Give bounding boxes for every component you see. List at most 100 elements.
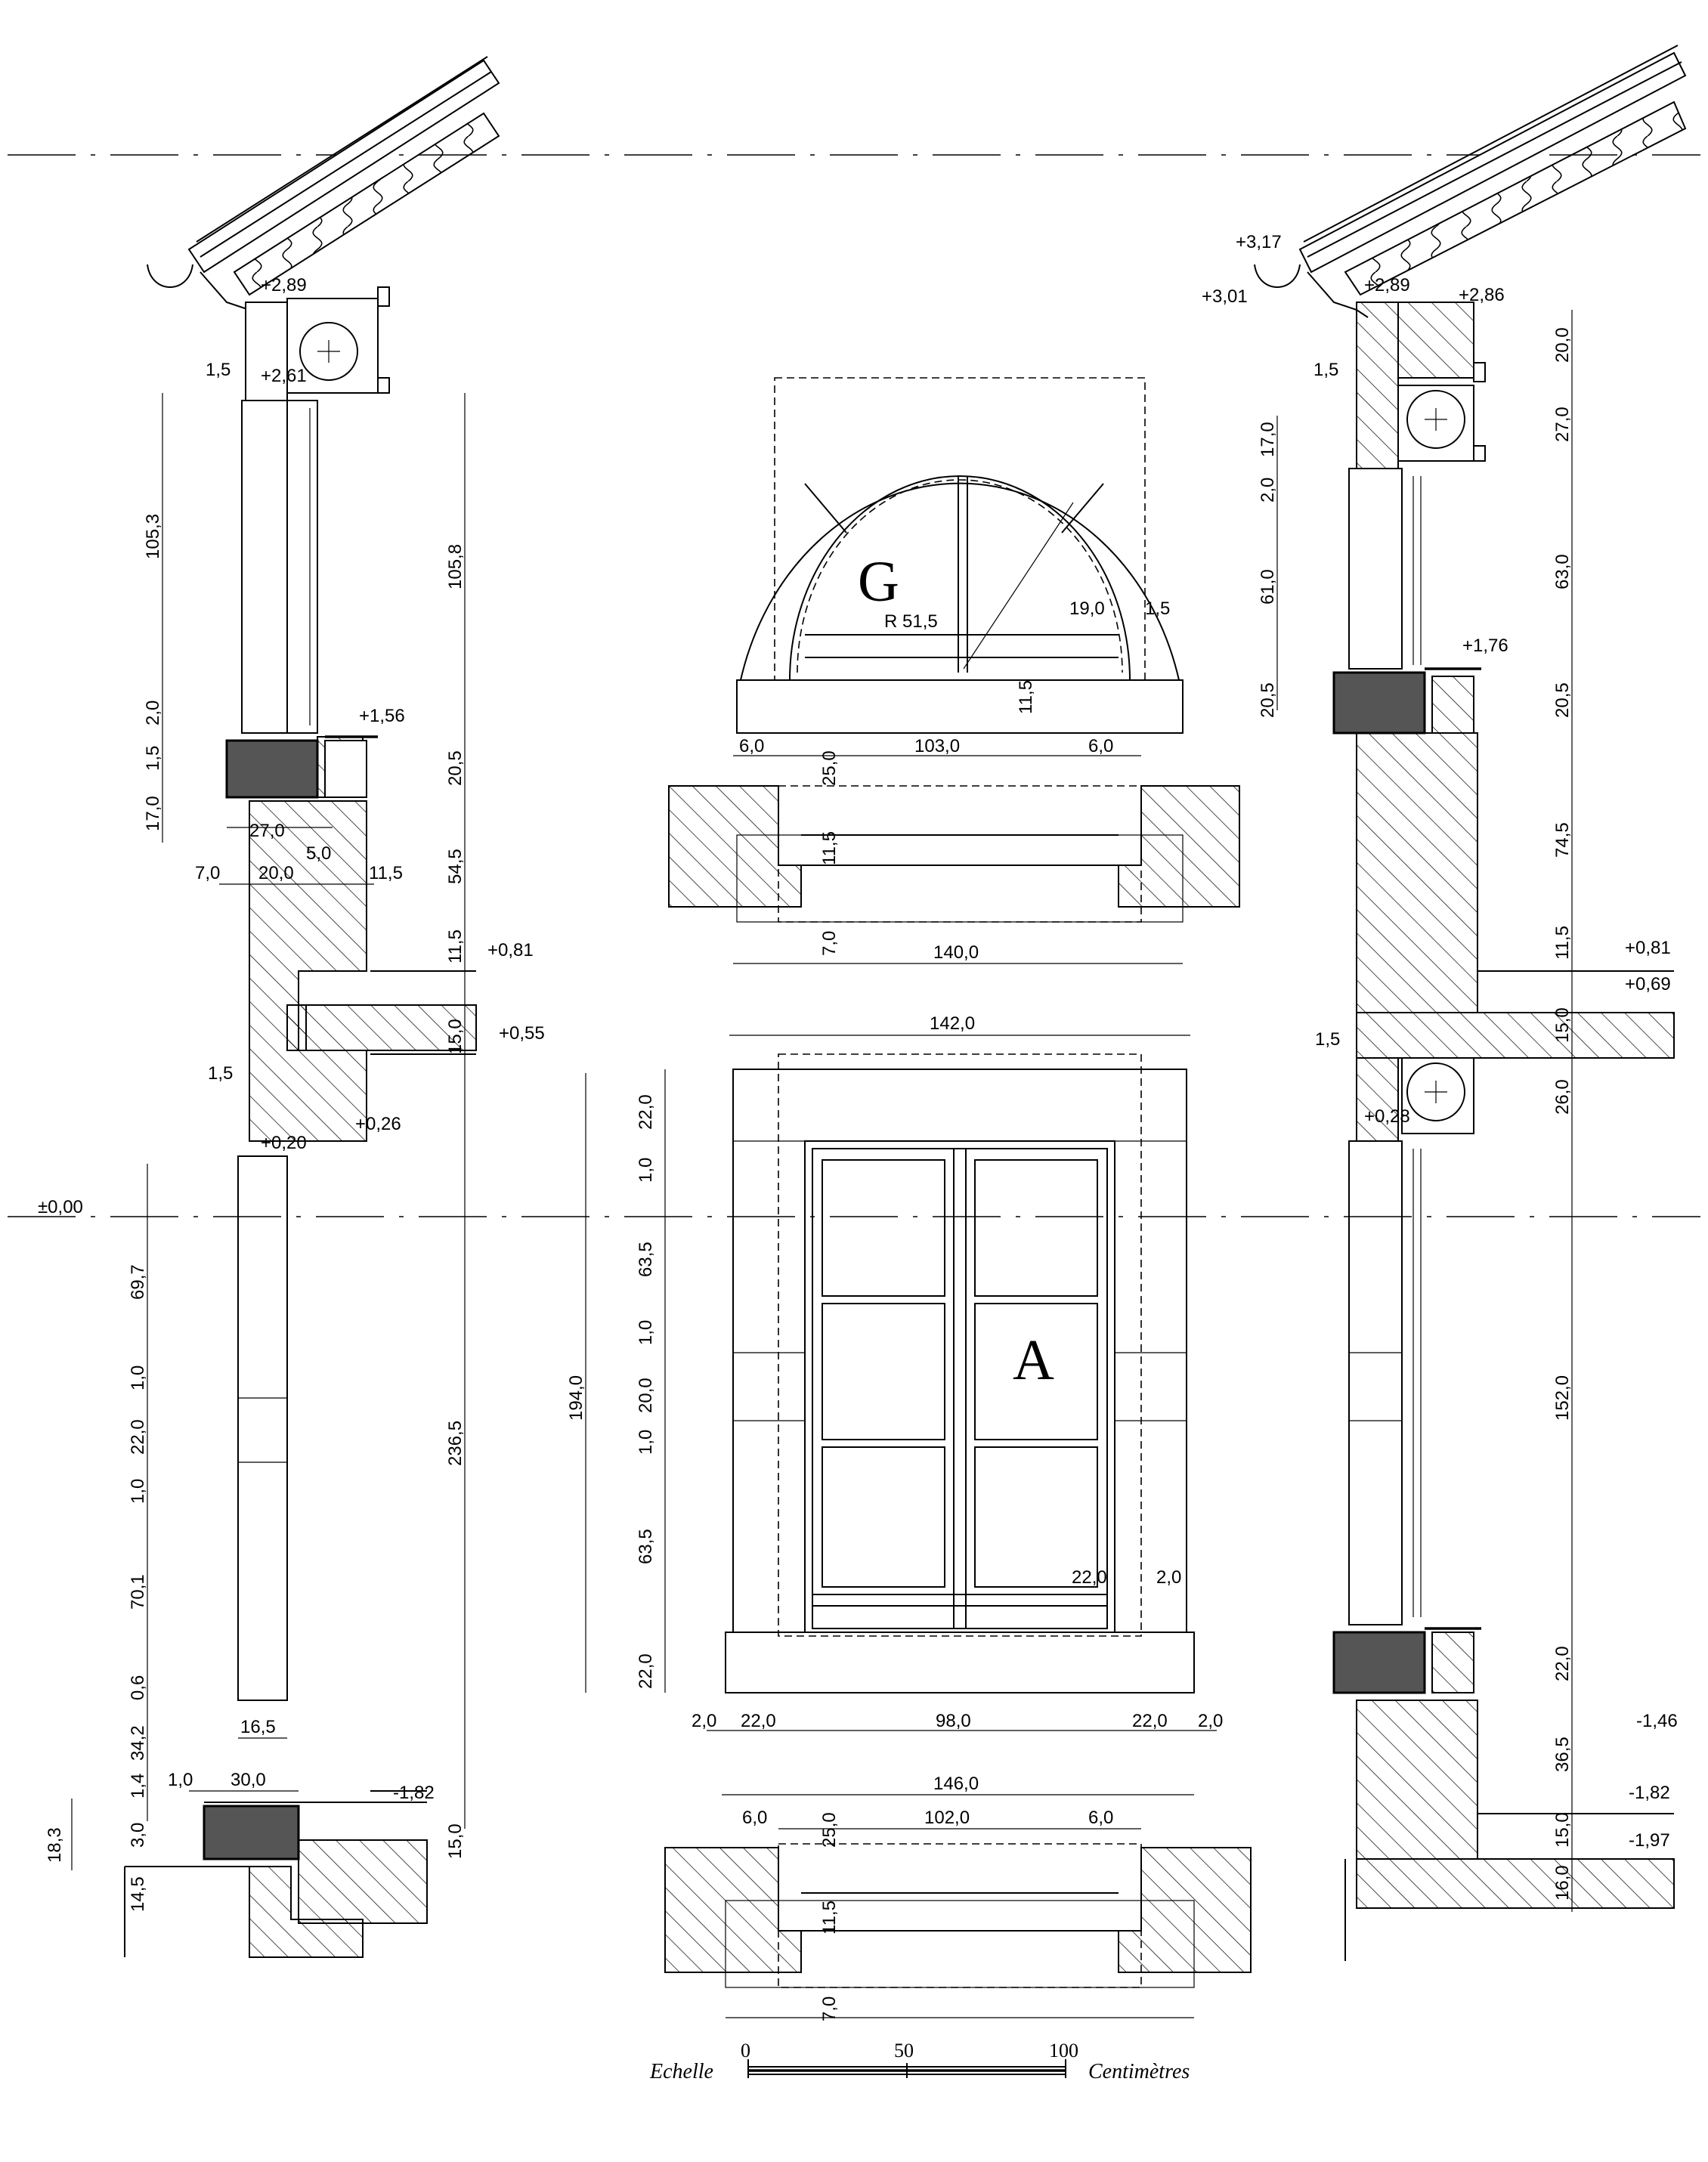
plan-bottom-dims: 6,0 25,0 102,0 6,0 11,5 7,0	[742, 1808, 1113, 2021]
dim-l-v7: 1,0	[128, 1366, 148, 1390]
elev-l-0: +2,89	[261, 275, 307, 295]
dim-l-v16: 18,3	[45, 1827, 65, 1863]
elev-l-3: +0,81	[487, 940, 534, 960]
plan-top	[668, 755, 1240, 964]
dim-l-h3: 20,0	[258, 863, 294, 883]
dim-l-r1: 20,5	[445, 750, 466, 786]
plan-bot-dim-1: 25,0	[819, 1812, 840, 1848]
window-g-dim-1: 1,5	[1145, 598, 1170, 619]
dim-l-h6: 1,0	[168, 1770, 193, 1790]
window-g-radius: R 51,5	[884, 611, 938, 632]
window-a-left-1: 1,0	[636, 1158, 656, 1183]
dim-l-h5: 16,5	[240, 1717, 276, 1737]
dim-l-v9: 1,0	[128, 1479, 148, 1504]
dim-r-r11: 15,0	[1552, 1812, 1573, 1848]
dim-l-v10: 70,1	[128, 1574, 148, 1610]
dim-r-r4: 74,5	[1552, 822, 1573, 858]
dim-l-v14: 3,0	[128, 1823, 148, 1848]
dim-r-r0: 20,0	[1552, 327, 1573, 363]
scale-tick-2: 100	[1049, 2040, 1078, 2061]
window-a-left-7: 22,0	[636, 1653, 656, 1689]
section-right	[1254, 45, 1687, 1961]
elev-r-5: +0,81	[1625, 938, 1671, 958]
dim-r-l4: 20,5	[1258, 682, 1278, 718]
dim-l-v4: 17,0	[143, 796, 163, 831]
elev-l-4: +0,55	[499, 1023, 545, 1044]
dim-r-r10: 36,5	[1552, 1737, 1573, 1772]
elev-l-2: +1,56	[359, 706, 405, 726]
elev-l-5: +0,26	[355, 1114, 401, 1134]
window-a-label: A	[1013, 1328, 1054, 1392]
elev-r-0: +3,17	[1236, 232, 1282, 252]
dim-r-r7: 26,0	[1552, 1079, 1573, 1115]
plan-top-side-1: 7,0	[819, 931, 840, 956]
elev-l-7: ±0,00	[38, 1197, 83, 1217]
elev-l-8: -1,82	[393, 1783, 435, 1803]
dim-l-r5: 236,5	[445, 1421, 466, 1466]
dim-r-r12: 16,0	[1552, 1865, 1573, 1901]
window-g-label: G	[858, 550, 899, 614]
window-a-dims: 142,0 22,0 1,0 63,5 1,0 20,0 1,0 63,5 22…	[566, 1013, 1223, 1794]
window-a-left-4: 20,0	[636, 1378, 656, 1413]
dim-l-v13: 1,4	[128, 1774, 148, 1799]
window-g-dim-2: 11,5	[1016, 680, 1036, 714]
elev-l-6: +0,20	[261, 1133, 307, 1153]
window-a-left-6: 63,5	[636, 1529, 656, 1564]
dim-l-v11: 0,6	[128, 1675, 148, 1700]
plan-top-total: 140,0	[933, 942, 979, 963]
dim-l-h7: 30,0	[231, 1770, 266, 1790]
plan-top-dim-2: 103,0	[914, 736, 960, 756]
left-vertical-dims: 1,5 105,3 2,0 1,5 17,0 1,5 69,7 1,0 22,0…	[45, 360, 466, 1912]
dim-l-r2: 54,5	[445, 849, 466, 884]
scale-label: Echelle	[649, 2060, 713, 2083]
dim-r-r6: 15,0	[1552, 1007, 1573, 1043]
window-g-dim-0: 19,0	[1069, 598, 1105, 619]
elev-l-1: +2,61	[261, 366, 307, 386]
dim-l-r0: 105,8	[445, 544, 466, 589]
scale-unit: Centimètres	[1088, 2060, 1190, 2083]
window-a-height: 194,0	[566, 1375, 586, 1421]
elev-r-3: +2,86	[1459, 285, 1505, 305]
window-a-left-3: 1,0	[636, 1320, 656, 1345]
plan-bottom	[664, 1828, 1252, 2018]
section-left	[71, 56, 500, 1958]
dim-l-h1: 5,0	[306, 843, 331, 864]
dim-r-r5: 11,5	[1552, 926, 1573, 960]
window-a-inner-0: 22,0	[1072, 1567, 1107, 1588]
elev-r-10: -1,97	[1629, 1830, 1670, 1851]
window-a-bottom-2: 98,0	[936, 1711, 971, 1731]
window-a-bottom-1: 22,0	[741, 1711, 776, 1731]
axis-lines	[8, 154, 1700, 1217]
dim-r-l1: 17,0	[1258, 422, 1278, 457]
window-a-left-5: 1,0	[636, 1430, 656, 1455]
dim-l-h0: 27,0	[249, 821, 285, 841]
elev-r-8: -1,46	[1636, 1711, 1678, 1731]
dim-l-v3: 1,5	[143, 746, 163, 771]
plan-top-dims: 6,0 25,0 103,0 6,0 11,5 7,0 140,0	[739, 736, 1113, 963]
dim-l-v8: 22,0	[128, 1419, 148, 1455]
dim-l-r6: 15,0	[445, 1823, 466, 1859]
window-a-inner-1: 2,0	[1156, 1567, 1181, 1588]
elev-r-2: +2,89	[1364, 275, 1410, 295]
plan-top-dim-1: 25,0	[819, 750, 840, 786]
dim-l-v2: 2,0	[143, 701, 163, 725]
plan-top-dim-0: 6,0	[739, 736, 764, 756]
window-a-bottom-3: 22,0	[1132, 1711, 1168, 1731]
window-g-elevation	[736, 377, 1184, 734]
scale-bar	[747, 2059, 1066, 2078]
plan-bot-side-0: 11,5	[819, 1901, 840, 1935]
dim-r-l3: 61,0	[1258, 569, 1278, 605]
dim-l-r3: 11,5	[445, 929, 466, 963]
plan-top-dim-3: 6,0	[1088, 736, 1113, 756]
scale-tick-0: 0	[741, 2040, 750, 2061]
window-a-top: 142,0	[930, 1013, 975, 1034]
plan-bot-dim-2: 102,0	[924, 1808, 970, 1828]
dim-r-r3: 20,5	[1552, 682, 1573, 718]
elev-r-1: +3,01	[1202, 286, 1248, 307]
dim-r-l5: 1,5	[1315, 1029, 1340, 1050]
plan-bot-dim-0: 6,0	[742, 1808, 767, 1828]
window-a-bottom-0: 2,0	[692, 1711, 716, 1731]
left-horizontal-dims: 27,0 5,0 7,0 20,0 11,5 16,5 1,0 30,0	[168, 821, 403, 1790]
dim-l-v15: 14,5	[128, 1876, 148, 1912]
